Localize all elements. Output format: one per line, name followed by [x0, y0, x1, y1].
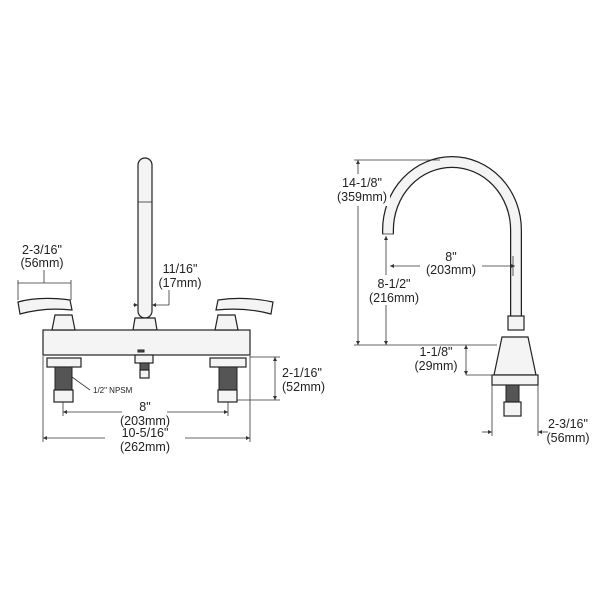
dim-base-depth: 2-3/16" (56mm)	[482, 385, 590, 445]
side-supply-nut	[503, 401, 522, 417]
dim-base-height: 1-1/8" (29mm)	[354, 344, 497, 376]
spout-reach-mm: (203mm)	[426, 263, 476, 277]
thread-callout: 1/2" NPSM	[71, 376, 133, 395]
dim-handle-width: 2-3/16" (56mm)	[17, 243, 72, 300]
right-shank-thread	[218, 366, 238, 392]
dim-shank-height: 2-1/16" (52mm)	[237, 356, 325, 401]
left-rosette	[51, 314, 76, 331]
left-shank-thread	[54, 366, 73, 392]
handle-width-mm: (56mm)	[20, 256, 63, 270]
handle-width-inch: 2-3/16"	[22, 243, 62, 257]
center-nut	[132, 317, 158, 331]
left-mount	[46, 357, 82, 368]
left-handle	[17, 297, 73, 315]
center-spacing-mm: (203mm)	[120, 414, 170, 428]
dim-center-spacing: 8" (203mm)	[62, 400, 229, 428]
spout-clearance-mm: (216mm)	[369, 291, 419, 305]
base-height-inch: 1-1/8"	[420, 345, 453, 359]
overall-width-mm: (262mm)	[120, 440, 170, 454]
side-view: 14-1/8" (359mm) 8-1/2" (216mm) 8" (203mm…	[330, 156, 590, 445]
right-rosette	[214, 314, 239, 331]
center-nipple	[134, 354, 154, 364]
spout-diameter-inch: 11/16"	[163, 262, 198, 276]
faucet-body	[42, 329, 251, 356]
shank-height-inch: 2-1/16"	[282, 366, 322, 380]
base-height-mm: (29mm)	[414, 359, 457, 373]
base-depth-inch: 2-3/16"	[548, 417, 588, 431]
left-supply-nut	[53, 389, 74, 403]
spout-reach-inch: 8"	[445, 250, 456, 264]
spout-tube	[137, 157, 153, 319]
side-mount	[491, 374, 539, 386]
front-view: 2-3/16" (56mm) 11/16" (17mm) 2-1/16" (52…	[17, 157, 325, 454]
spout-diameter-mm: (17mm)	[158, 276, 201, 290]
right-supply-nut	[217, 389, 238, 403]
right-handle	[215, 297, 274, 315]
side-shank-thread	[505, 384, 520, 404]
dim-overall-width: 10-5/16" (262mm)	[42, 356, 251, 454]
overall-width-inch: 10-5/16"	[122, 426, 169, 440]
side-body	[493, 336, 537, 376]
spout-nut	[507, 315, 525, 331]
dim-spout-diameter: 11/16" (17mm)	[133, 262, 202, 307]
spout-clearance-inch: 8-1/2"	[378, 277, 411, 291]
dim-spout-reach: 8" (203mm)	[390, 250, 515, 277]
right-mount	[209, 357, 247, 368]
thread-label: 1/2" NPSM	[93, 386, 133, 395]
base-depth-mm: (56mm)	[546, 431, 589, 445]
shank-height-mm: (52mm)	[282, 380, 325, 394]
dim-spout-clearance: 8-1/2" (216mm)	[362, 236, 422, 345]
center-spacing-inch: 8"	[139, 400, 150, 414]
logo-mark	[137, 349, 145, 353]
gooseneck-spout	[383, 157, 521, 318]
dim-overall-height: 14-1/8" (359mm)	[330, 159, 440, 345]
overall-height-inch: 14-1/8"	[342, 176, 382, 190]
overall-height-mm: (359mm)	[337, 190, 387, 204]
